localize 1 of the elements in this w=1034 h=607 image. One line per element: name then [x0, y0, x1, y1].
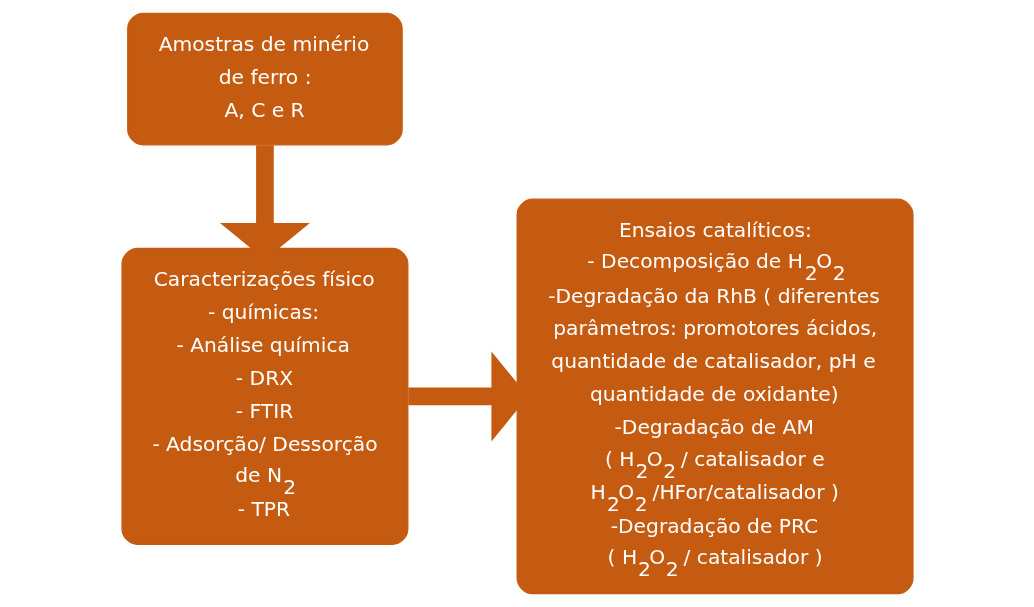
node-box: Amostras de minério de ferro : A, C e R: [126, 12, 403, 146]
